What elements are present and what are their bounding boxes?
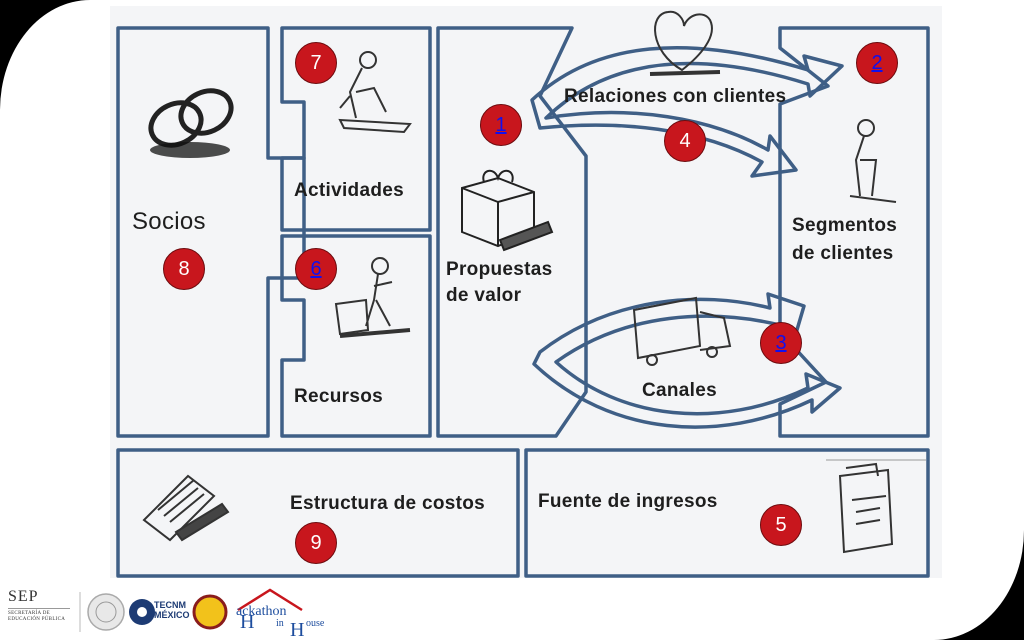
recursos-label: Recursos (294, 386, 383, 407)
propuestas-label-line2: de valor (446, 285, 522, 306)
mexico-seal-icon (87, 593, 125, 631)
hackathon-house: ouse (306, 618, 325, 629)
badge-6-link[interactable]: 6 (295, 248, 337, 290)
segmentos-label-line2: de clientes (792, 243, 894, 264)
badge-2-link[interactable]: 2 (856, 42, 898, 84)
tecnm-line2: MÉXICO (154, 610, 190, 620)
badge-3-link[interactable]: 3 (760, 322, 802, 364)
shield-logo-icon (192, 594, 228, 630)
hackathon-in: in (276, 618, 284, 629)
sep-subtitle-2: EDUCACIÓN PÚBLICA (8, 617, 66, 622)
badge-5: 5 (760, 504, 802, 546)
cash-register-icon (826, 459, 926, 554)
sep-title: SEP (8, 588, 39, 605)
actividades-label: Actividades (294, 180, 404, 201)
rings-icon (148, 88, 234, 158)
sep-logo: SEP SECRETARÍA DE EDUCACIÓN PÚBLICA (8, 588, 70, 623)
house-logo-icon (237, 588, 303, 612)
fuente-label: Fuente de ingresos (538, 491, 718, 512)
svg-text:H: H (290, 619, 304, 640)
hackathon-word: ackathon (236, 604, 287, 619)
relaciones-arrow (530, 46, 844, 178)
propuestas-block (436, 26, 588, 438)
badge-1-link[interactable]: 1 (480, 104, 522, 146)
fuente-block (524, 448, 930, 578)
truck-icon (632, 296, 732, 366)
segmentos-label-line1: Segmentos (792, 215, 898, 236)
canales-arrow (532, 292, 842, 429)
badge-7: 7 (295, 42, 337, 84)
socios-label: Socios (132, 208, 206, 235)
actividades-block (280, 26, 432, 232)
footer-logos: H H (79, 588, 304, 640)
badge-8: 8 (163, 248, 205, 290)
heart-icon (649, 10, 721, 76)
worker-resources-icon (334, 257, 411, 338)
canales-label: Canales (642, 380, 717, 401)
invoice-icon (142, 474, 230, 542)
badge-4: 4 (664, 120, 706, 162)
worker-activity-icon (338, 51, 412, 134)
customer-icon (849, 119, 897, 203)
tecnm-line1: TECNM (154, 600, 186, 610)
tecnm-logo-text: TECNM MÉXICO (154, 600, 190, 620)
propuestas-label-line1: Propuestas (446, 259, 553, 280)
badge-9: 9 (295, 522, 337, 564)
estructura-block (116, 448, 520, 578)
relaciones-label: Relaciones con clientes (564, 86, 787, 107)
svg-text:H: H (240, 611, 254, 633)
sep-subtitle-1: SECRETARÍA DE (8, 611, 50, 616)
recursos-block (280, 234, 432, 438)
gift-icon (461, 169, 554, 252)
gear-icon (129, 599, 155, 625)
estructura-label: Estructura de costos (290, 493, 485, 514)
